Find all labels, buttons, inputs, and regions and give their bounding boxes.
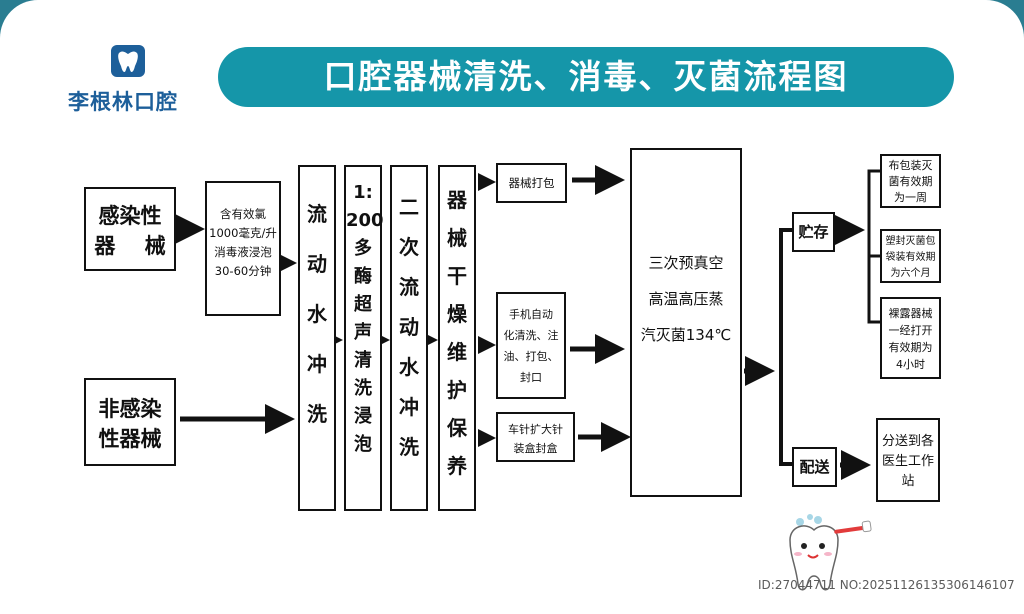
watermark-url: www.nipic.cn: [96, 583, 201, 599]
node-enzyme-ultrasonic: 1: 200 多 酶 超 声 清 洗 浸 泡: [344, 165, 384, 511]
node-needle-box: 车针扩大针 装盒封盒: [496, 412, 575, 462]
node-noninfectious: 非感染 性器械: [84, 378, 176, 466]
brand-name: 李根林口腔: [68, 90, 178, 114]
node-bare: 裸露器械 一经打开 有效期为 4小时: [880, 297, 941, 379]
node-plastic-pack: 塑封灭菌包 袋装有效期 为六个月: [880, 229, 941, 283]
node-running-water-rinse: 流 动 水 冲 洗: [298, 165, 336, 511]
tooth-mascot-icon: [789, 514, 872, 591]
bracket-storage: [867, 169, 880, 324]
node-dry-maintain: 器 械 干 燥 维 护 保 养: [438, 165, 476, 511]
page-title: 口腔器械清洗、消毒、灭菌流程图: [323, 57, 849, 96]
bracket-main: [779, 228, 792, 466]
node-auto-clean: 手机自动 化清洗、注 油、打包、 封口: [496, 292, 566, 399]
node-infectious: 感染性 器 械: [84, 187, 176, 271]
watermark-site: 昵享网: [8, 584, 66, 606]
node-chlorine-soak: 含有效氯 1000毫克/升 消毒液浸泡 30-60分钟: [205, 181, 281, 316]
node-steam-sterilize: 三次预真空 高温高压蒸 汽灭菌134℃: [630, 148, 742, 497]
title-banner: 口腔器械清洗、消毒、灭菌流程图: [218, 47, 954, 107]
node-station: 分送到各 医生工作 站: [876, 418, 940, 502]
node-pack: 器械打包: [496, 163, 567, 203]
tooth-logo-icon: [111, 45, 145, 77]
node-cloth-pack: 布包装灭 菌有效期 为一周: [880, 154, 941, 208]
node-deliver: 配送: [792, 447, 837, 487]
node-second-rinse: 二 次 流 动 水 冲 洗: [390, 165, 428, 511]
watermark-id: ID:27044711 NO:20251126135306146107: [758, 578, 1015, 592]
node-storage: 贮存: [792, 212, 835, 252]
